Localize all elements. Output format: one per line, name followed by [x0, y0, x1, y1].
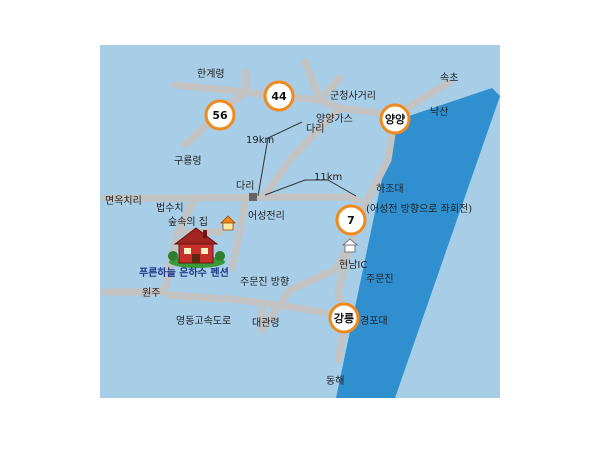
- label-19km: 19km: [246, 135, 274, 146]
- label-direction-note: (어성전 방향으로 좌회전): [366, 203, 472, 215]
- svg-text:44: 44: [271, 90, 287, 103]
- road-eoseongjeon: [228, 196, 249, 272]
- label-donghae: 동해: [326, 374, 344, 387]
- pension-house-icon: [168, 227, 225, 268]
- label-myeonokchi: 면옥치리: [105, 195, 142, 207]
- road-yangyang-gas-south: [261, 106, 342, 199]
- label-yangyang-gas: 양양가스: [316, 113, 353, 125]
- svg-text:양양: 양양: [385, 112, 405, 126]
- label-yeongdong: 영동고속도로: [176, 315, 231, 327]
- road-44-west: [171, 81, 399, 119]
- label-house: 숲속의 집: [168, 216, 208, 228]
- road-beopsuchi: [161, 194, 199, 294]
- label-gyeongpodae: 경포대: [360, 314, 388, 327]
- label-jumunjin-dir: 주문진 방향: [240, 276, 289, 288]
- label-jumunjin: 주문진: [366, 273, 394, 285]
- road-jumunjin-dir: [258, 241, 354, 334]
- leader-11km: [264, 179, 357, 197]
- yangyang-badge: 양양: [379, 103, 411, 135]
- label-naksan: 낙산: [430, 106, 448, 118]
- sea-coast: [336, 88, 500, 398]
- label-pension: 푸른하늘 은하수 펜션: [139, 266, 229, 279]
- svg-text:56: 56: [212, 109, 228, 122]
- svg-text:강릉: 강릉: [334, 311, 354, 325]
- label-hajodae: 하조대: [376, 182, 404, 195]
- label-dari-top: 다리: [306, 123, 324, 135]
- label-dari-mid: 다리: [236, 180, 254, 192]
- gangneung-badge: 강릉: [328, 302, 360, 334]
- road-main-crossing: [101, 193, 362, 204]
- leader-19km: [257, 121, 303, 197]
- label-11km: 11km: [314, 172, 342, 183]
- label-gunchung: 군청사거리: [330, 90, 376, 102]
- route-56-badge: 56: [204, 99, 236, 131]
- route-7-badge: 7: [335, 204, 367, 236]
- interchange-icon: [341, 238, 359, 253]
- label-wonju: 원주: [142, 287, 160, 299]
- label-hyeonnam-ic: 현남IC: [339, 259, 367, 271]
- label-eoseongjeon: 어성전리: [248, 210, 285, 222]
- label-guryongryeong: 구룡령: [174, 155, 202, 167]
- road-gunchung: [316, 74, 344, 104]
- label-daegwallyeong: 대관령: [252, 317, 280, 329]
- forest-house-icon: [220, 215, 236, 231]
- road-north-spur: [301, 58, 324, 104]
- label-beopsuchi: 법수치: [156, 202, 184, 214]
- label-sokcho: 속초: [440, 72, 458, 84]
- bridge-marker: [249, 193, 257, 201]
- svg-text:7: 7: [347, 214, 355, 227]
- label-hangyeryeong: 한계령: [197, 68, 225, 80]
- route-44-badge: 44: [263, 80, 295, 112]
